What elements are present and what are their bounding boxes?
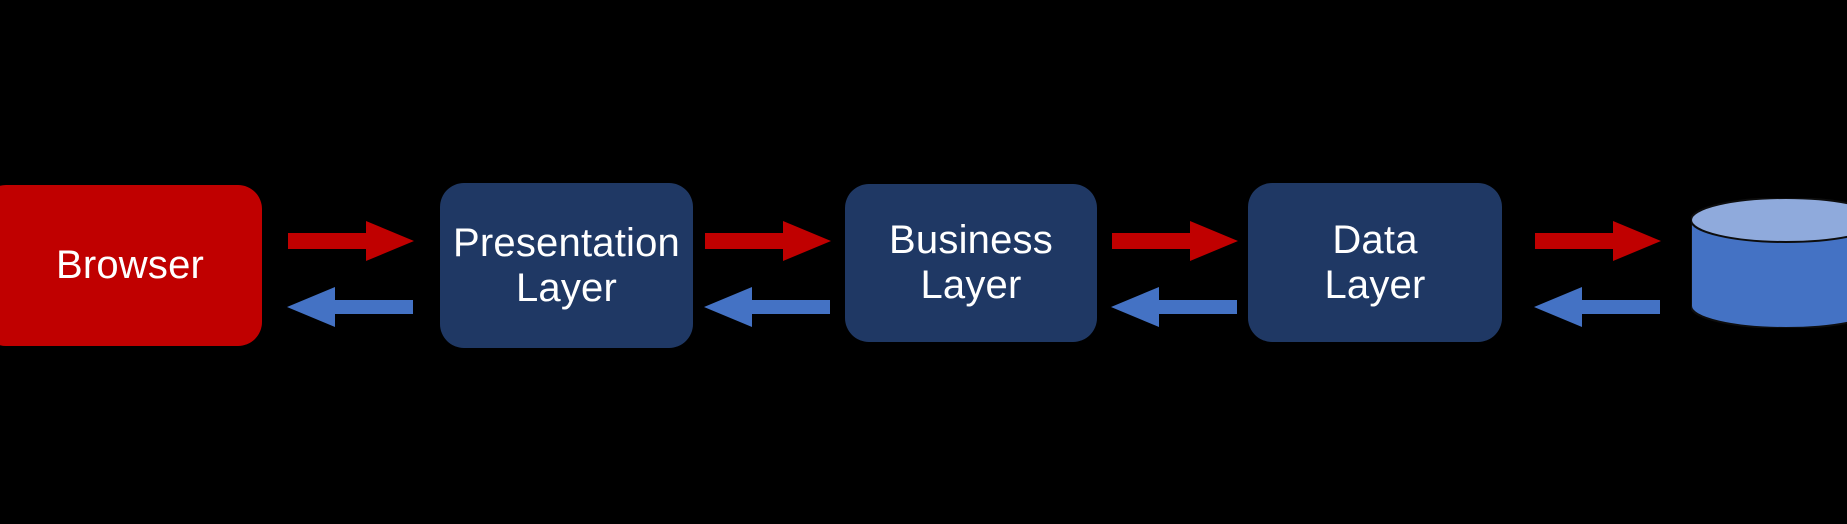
arrow-business-to-data bbox=[1112, 221, 1238, 261]
arrow-presentation-to-business bbox=[705, 221, 831, 261]
node-data-layer[interactable]: Data Layer bbox=[1248, 183, 1502, 342]
arrow-data-to-business bbox=[1111, 287, 1237, 327]
database-cylinder-icon[interactable] bbox=[1690, 197, 1847, 329]
arrow-business-to-presentation bbox=[704, 287, 830, 327]
arrow-presentation-to-browser bbox=[287, 287, 413, 327]
node-business-layer[interactable]: Business Layer bbox=[845, 184, 1097, 342]
arrow-data-to-database bbox=[1535, 221, 1661, 261]
arrow-database-to-data bbox=[1534, 287, 1660, 327]
node-browser[interactable]: Browser bbox=[0, 185, 262, 346]
arrow-browser-to-presentation bbox=[288, 221, 414, 261]
node-presentation-layer[interactable]: Presentation Layer bbox=[440, 183, 693, 348]
